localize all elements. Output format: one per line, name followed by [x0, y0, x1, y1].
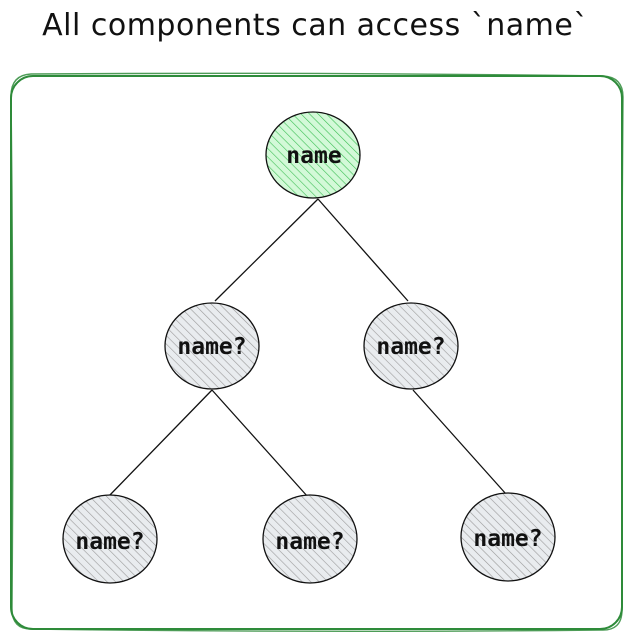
node-label: name?: [473, 526, 542, 552]
node-label: name?: [75, 529, 144, 555]
node-label: name?: [376, 334, 445, 360]
tree-node-right: name?: [363, 302, 459, 390]
tree-node-right-child: name?: [460, 492, 556, 582]
edge-left-leftleft: [107, 389, 213, 498]
node-circle: [265, 111, 361, 199]
node-label: name?: [275, 529, 344, 555]
edge-left-leftright: [211, 389, 309, 498]
node-label: name?: [177, 334, 246, 360]
node-circle: [164, 302, 260, 390]
tree-edges: [107, 198, 507, 498]
diagram-title: All components can access `name`: [42, 8, 589, 43]
tree-node-root: name: [265, 111, 361, 199]
edge-root-right: [317, 198, 409, 302]
node-label: name: [286, 143, 341, 169]
edge-root-left: [214, 198, 319, 302]
node-circle: [262, 494, 358, 584]
tree-node-left-left: name?: [62, 494, 158, 584]
outer-frame: [10, 72, 624, 632]
tree-node-left-right: name?: [262, 494, 358, 584]
node-circle: [460, 492, 556, 582]
node-circle: [62, 494, 158, 584]
node-circle: [363, 302, 459, 390]
edge-right-rightchild: [412, 389, 507, 495]
tree-node-left: name?: [164, 302, 260, 390]
